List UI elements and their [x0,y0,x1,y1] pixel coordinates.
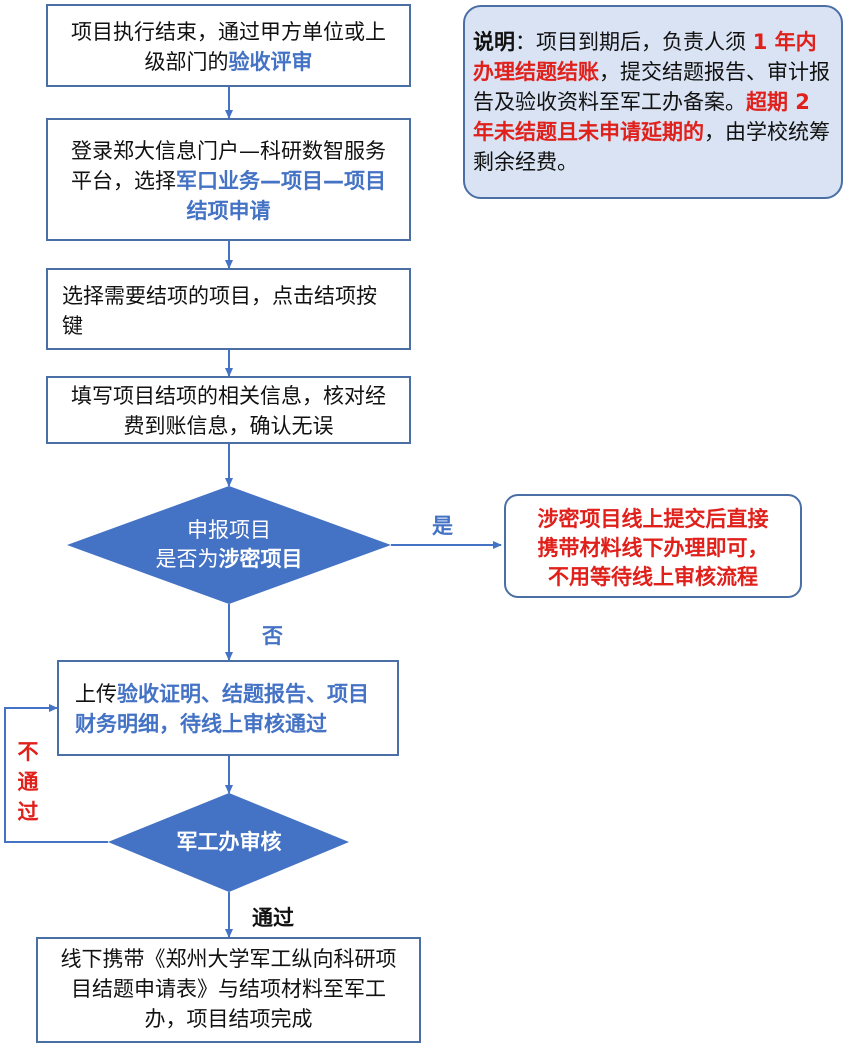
step-fill-text: 填写项目结项的相关信息，核对经费到账信息，确认无误 [71,384,386,438]
step-offline-text: 线下携带《郑州大学军工纵向科研项目结题申请表》与结项材料至军工办，项目结项完成 [60,947,397,1031]
note-highlight-2: 超期 2 年未结题且未申请延期的 [473,90,810,144]
label-fail: 不 通 过 [17,740,39,824]
note-title: 说明 [473,30,515,54]
step-select-text: 选择需要结项的项目，点击结项按键 [62,284,377,338]
secret-project-note: 涉密项目线上提交后直接 携带材料线下办理即可， 不用等待线上审核流程 [504,494,802,598]
step-login-portal: 登录郑大信息门户—科研数智服务平台，选择军口业务—项目—项目结项申请 [46,118,411,241]
decision-review-text: 军工办审核 [176,830,282,854]
step-select-project: 选择需要结项的项目，点击结项按键 [46,268,411,350]
step-login-text: 登录郑大信息门户—科研数智服务平台，选择 [71,139,386,193]
label-no: 否 [262,624,283,648]
note-text-2: ，提交结题报告、审计报告及验收资料至军工办备案。 [473,60,830,114]
step-upload-documents: 上传验收证明、结题报告、项目财务明细，待线上审核通过 [57,660,399,756]
step-offline-submit: 线下携带《郑州大学军工纵向科研项目结题申请表》与结项材料至军工办，项目结项完成 [36,937,421,1043]
decision-secret-line1: 申报项目 [187,518,271,542]
step-acceptance-review: 项目执行结束，通过甲方单位或上级部门的验收评审 [46,4,411,87]
decision-secret-diamond [67,486,391,604]
step-login-highlight: 军口业务—项目—项目结项申请 [176,169,386,223]
note-text-3: ，由学校统筹剩余经费。 [473,120,830,174]
explanation-note: 说明：项目到期后，负责人须 1 年内办理结题结账，提交结题报告、审计报告及验收资… [463,5,843,199]
step-acceptance-highlight: 验收评审 [228,50,313,74]
secret-note-line1: 涉密项目线上提交后直接 [537,507,769,531]
decision-review-diamond [108,793,349,892]
note-highlight-1: 1 年内办理结题结账 [473,30,817,84]
decision-secret-line2: 是否为涉密项目 [155,547,303,571]
arrow-fail-loop [4,704,108,843]
step-fill-info: 填写项目结项的相关信息，核对经费到账信息，确认无误 [46,376,411,444]
label-yes: 是 [432,514,453,538]
decision-secret-text: 申报项目 是否为涉密项目 [110,516,348,574]
secret-note-line3: 不用等待线上审核流程 [548,565,758,589]
note-text-1: ：项目到期后，负责人须 [515,30,753,54]
step-upload-highlight: 验收证明、结题报告、项目财务明细，待线上审核通过 [75,682,369,736]
step-upload-text: 上传 [75,682,117,706]
secret-note-line2: 携带材料线下办理即可， [537,536,769,560]
label-pass: 通过 [252,906,294,930]
step-acceptance-text: 项目执行结束，通过甲方单位或上级部门的 [71,20,386,74]
